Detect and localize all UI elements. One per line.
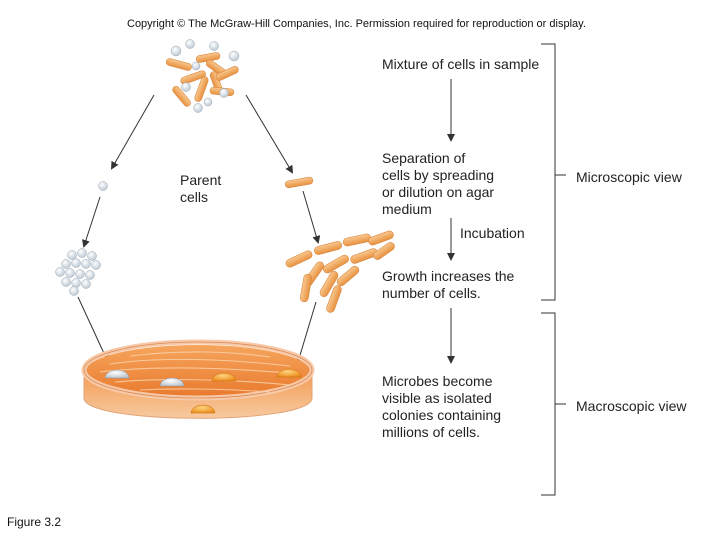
step-separation-line-2: cells by spreading: [382, 167, 495, 183]
colony-orange-1: [211, 372, 237, 382]
step-growth-line-2: number of cells.: [382, 285, 481, 301]
step-separation-line-1: Separation of: [382, 150, 466, 166]
step-colonies-line-2: visible as isolated: [382, 390, 492, 406]
step-growth-text: Growth increases the number of cells.: [382, 268, 514, 302]
coccus-cell-cluster: [55, 248, 101, 296]
step-separation-line-4: medium: [382, 201, 432, 217]
step-mixture-text: Mixture of cells in sample: [382, 56, 539, 73]
copyright-notice: Copyright © The McGraw-Hill Companies, I…: [127, 18, 586, 30]
petri-dish: [81, 339, 315, 419]
step-colonies-text: Microbes become visible as isolated colo…: [382, 373, 501, 441]
parent-coccus-cell: [98, 181, 108, 191]
figure-caption: Figure 3.2: [7, 515, 62, 529]
parent-rod-cell: [284, 176, 314, 189]
macroscopic-bracket: [541, 312, 566, 496]
step-colonies-line-3: colonies containing: [382, 407, 502, 423]
diagram-arrows: [77, 79, 455, 364]
microscopic-bracket: [541, 43, 566, 301]
step-separation-line-3: or dilution on agar: [382, 184, 495, 200]
step-growth-line-1: Growth increases the: [382, 268, 515, 284]
microscopic-view-label: Microscopic view: [576, 169, 682, 185]
parent-cells-line-1: Parent: [180, 172, 222, 188]
macroscopic-view-label: Macroscopic view: [576, 398, 687, 414]
colony-white-1: [104, 369, 130, 379]
step-incubation-text: Incubation: [460, 225, 525, 242]
step-colonies-line-1: Microbes become: [382, 373, 493, 389]
step-separation-text: Separation of cells by spreading or dilu…: [382, 150, 494, 218]
parent-cells-line-2: cells: [180, 189, 209, 205]
step-mixture-line-1: Mixture of cells in sample: [382, 56, 540, 72]
step-incubation-line-1: Incubation: [460, 225, 525, 241]
step-colonies-line-4: millions of cells.: [382, 424, 481, 440]
rod-cell-cluster: [285, 230, 395, 313]
colony-white-2: [159, 377, 185, 387]
colony-orange-3: [190, 404, 216, 414]
mixed-cell-sample: [165, 39, 240, 113]
colony-orange-2: [276, 368, 302, 378]
parent-cells-label: Parent cells: [180, 172, 221, 206]
